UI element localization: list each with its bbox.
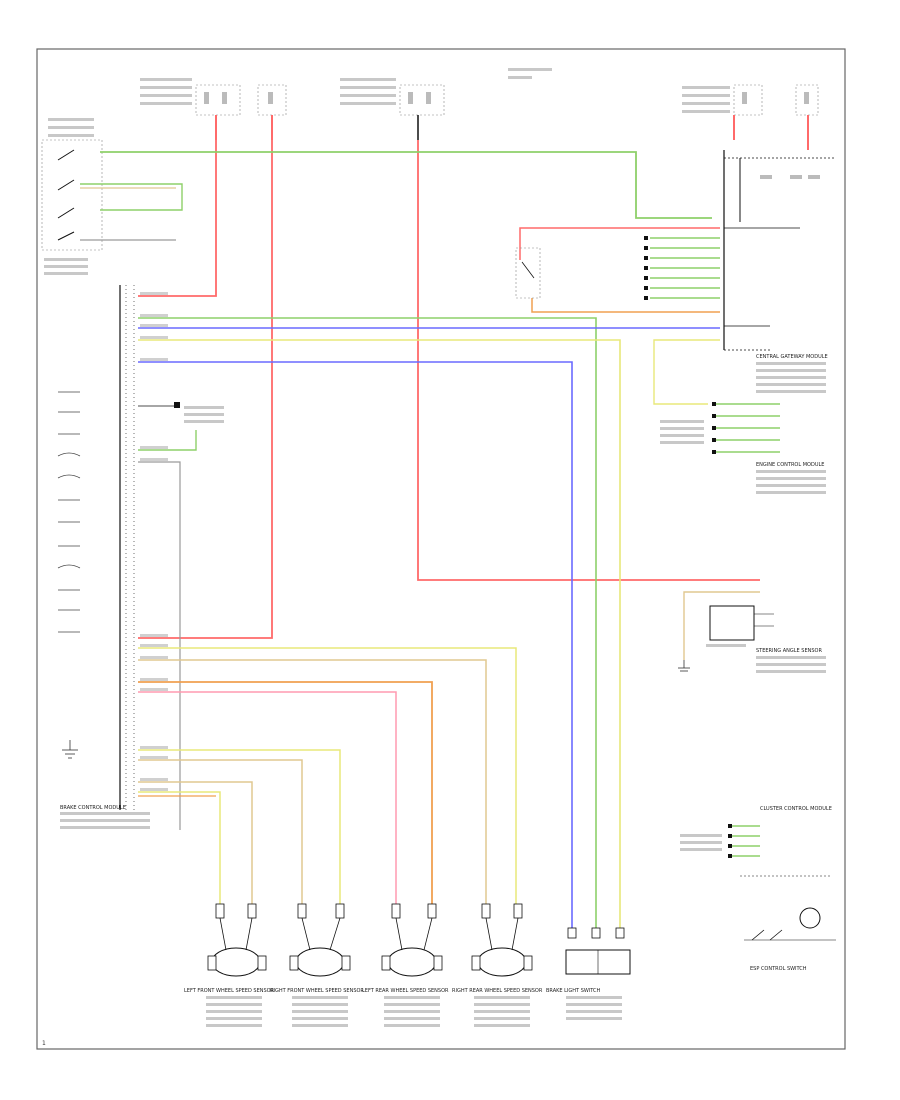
footer-id: 1 (42, 1040, 46, 1047)
wire-blue-can (138, 361, 573, 930)
fuse-group-3 (399, 84, 445, 140)
wire-gray-down (138, 461, 181, 830)
esp-control-switch (740, 875, 836, 941)
cluster-control-module (680, 824, 760, 858)
diagram-frame (36, 48, 846, 1050)
wire-tan-rf (138, 759, 303, 906)
wire-fuse3-to-steering (417, 140, 760, 581)
lf-wheel-speed-sensor-label: LEFT FRONT WHEEL SPEED SENSOR (184, 988, 275, 994)
relay-box (515, 247, 541, 299)
brake-pressure-sensor (565, 927, 631, 1020)
brake-control-module-connector (60, 285, 150, 829)
wire-tan-rr2 (138, 659, 487, 906)
wire-red-fuse2 (138, 140, 273, 639)
wire-red-fuse1 (138, 140, 217, 297)
steering-ground (678, 660, 690, 672)
wire-pink-lr (138, 691, 397, 906)
rf-wheel-speed-sensor-label: RIGHT FRONT WHEEL SPEED SENSOR (270, 988, 364, 994)
wire-tan-rr (138, 647, 517, 906)
fuse-labels (48, 68, 730, 137)
wire-orange-lr (138, 681, 433, 906)
brake-light-switch (41, 139, 103, 275)
wire-red-relay (519, 227, 720, 260)
wire-yellow-lf (138, 791, 221, 906)
wire-yellow-ecm (653, 339, 720, 405)
module-pin-ticks (140, 292, 168, 791)
ground-symbol (62, 740, 78, 759)
wire-green-top (100, 151, 712, 219)
central-gateway-module (723, 150, 836, 393)
rr-wheel-speed-sensor-label: RIGHT REAR WHEEL SPEED SENSOR (452, 988, 543, 994)
central-gateway-label: CENTRAL GATEWAY MODULE (756, 354, 828, 360)
wire-tan-steering (683, 591, 760, 660)
wire-green-switch-2 (80, 183, 183, 211)
fuse-group-5 (795, 84, 819, 150)
fuse-group-1 (195, 84, 241, 140)
cluster-control-module-label: CLUSTER CONTROL MODULE (760, 806, 832, 812)
lr-wheel-speed-sensor (381, 903, 443, 1027)
rr-wheel-speed-sensor (471, 903, 533, 1027)
wire-yellow-rf (138, 749, 341, 906)
lf-wheel-speed-sensor (206, 903, 267, 1027)
wire-yellow-can (138, 339, 621, 930)
brake-control-module-label: BRAKE CONTROL MODULE (60, 805, 126, 811)
switch-symbols-column (57, 391, 81, 633)
steering-angle-sensor-label: STEERING ANGLE SENSOR (756, 648, 822, 654)
wire-orange-relay (531, 298, 720, 313)
gateway-pins (644, 236, 720, 300)
fuse-group-2 (257, 84, 287, 140)
engine-control-module (660, 402, 826, 494)
rf-wheel-speed-sensor (289, 903, 351, 1027)
steering-angle-sensor (706, 605, 826, 673)
esp-control-switch-label: ESP CONTROL SWITCH (750, 966, 807, 972)
wire-green-relay (138, 430, 197, 451)
wire-tan-lf (138, 781, 253, 906)
fuse-group-4 (733, 84, 763, 140)
lr-wheel-speed-sensor-label: LEFT REAR WHEEL SPEED SENSOR (362, 988, 449, 994)
module-relay (138, 402, 224, 423)
engine-control-module-label: ENGINE CONTROL MODULE (756, 462, 824, 468)
wire-green-can (138, 317, 597, 930)
brake-light-switch-label: BRAKE LIGHT SWITCH (546, 988, 601, 994)
